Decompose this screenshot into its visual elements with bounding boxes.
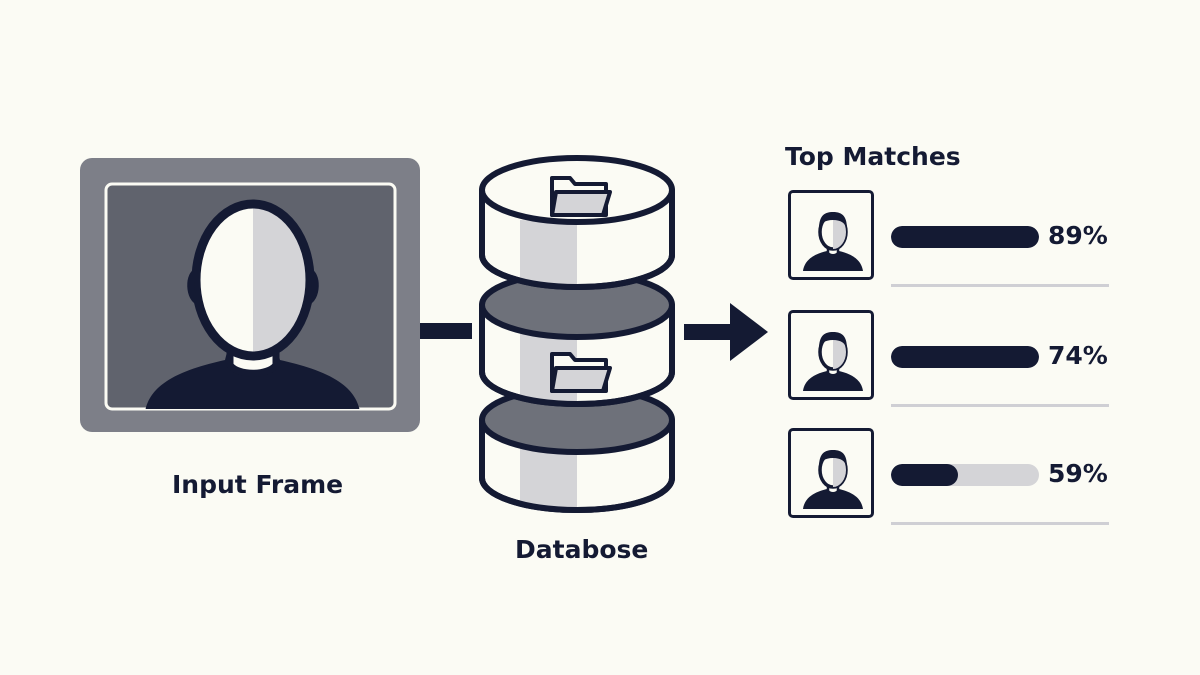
match-score-fill (891, 346, 1039, 368)
match-row: 74% (788, 310, 1118, 407)
input-frame (80, 158, 420, 432)
input-frame-label: Input Frame (172, 470, 344, 499)
divider (891, 284, 1109, 287)
person-silhouette-icon (145, 199, 360, 409)
person-silhouette-icon (803, 332, 863, 391)
match-row: 89% (788, 190, 1118, 287)
match-thumbnail (788, 428, 874, 518)
match-score-bar (891, 346, 1039, 368)
match-score-percent: 89% (1048, 221, 1108, 250)
match-score-percent: 59% (1048, 459, 1108, 488)
top-matches-title: Top Matches (785, 142, 961, 171)
divider (891, 522, 1109, 525)
database-label: Databose (515, 535, 649, 564)
match-score-bar (891, 226, 1039, 248)
folder-icon (550, 176, 612, 217)
match-thumbnail (788, 310, 874, 400)
folder-icon (550, 352, 612, 393)
divider (891, 404, 1109, 407)
person-silhouette-icon (803, 212, 863, 271)
match-thumbnail (788, 190, 874, 280)
match-row: 59% (788, 428, 1118, 525)
arrow-right-icon (684, 303, 768, 361)
person-silhouette-icon (803, 450, 863, 509)
match-score-fill (891, 464, 958, 486)
match-score-percent: 74% (1048, 341, 1108, 370)
match-score-bar (891, 464, 1039, 486)
match-score-fill (891, 226, 1039, 248)
connector-line (420, 323, 472, 339)
